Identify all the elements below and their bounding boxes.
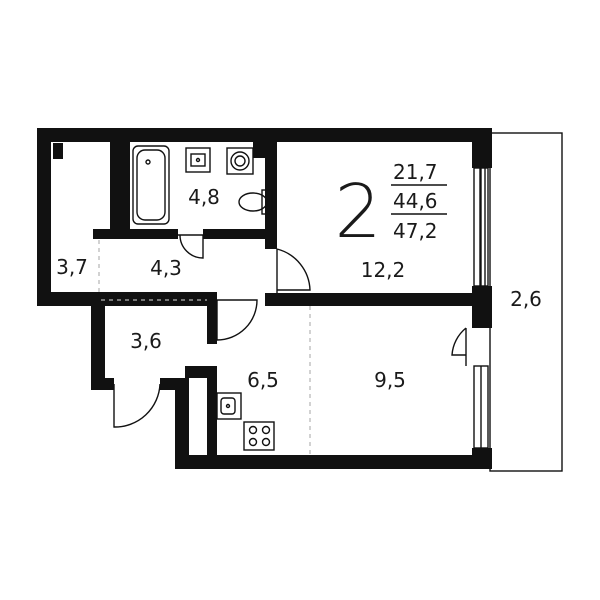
bathtub-icon [132,145,170,225]
stat-total-with-balcony: 47,2 [393,219,438,243]
room-area-wardrobe: 3,7 [56,255,88,279]
doors [113,234,467,428]
kitchen-sink-icon [216,392,242,420]
room-area-bedroom: 9,5 [374,368,406,392]
toilet-icon [238,189,273,215]
room-area-living-room: 12,2 [361,258,406,282]
stove-icon [243,421,275,451]
zone-separators [98,240,311,455]
windows [473,167,489,449]
stat-living-area: 21,7 [393,160,438,184]
interior-walls [93,140,480,466]
room-area-hall: 4,3 [150,256,182,280]
room-count: 2 [334,169,381,255]
stat-total-area: 44,6 [393,189,438,213]
exterior-walls [37,128,492,469]
room-area-entrance: 3,6 [130,329,162,353]
room-area-kitchen: 6,5 [247,368,279,392]
washing-machine-icon [226,147,254,175]
room-area-balcony: 2,6 [510,287,542,311]
room-area-bathroom: 4,8 [188,185,220,209]
sink-icon [185,147,211,173]
